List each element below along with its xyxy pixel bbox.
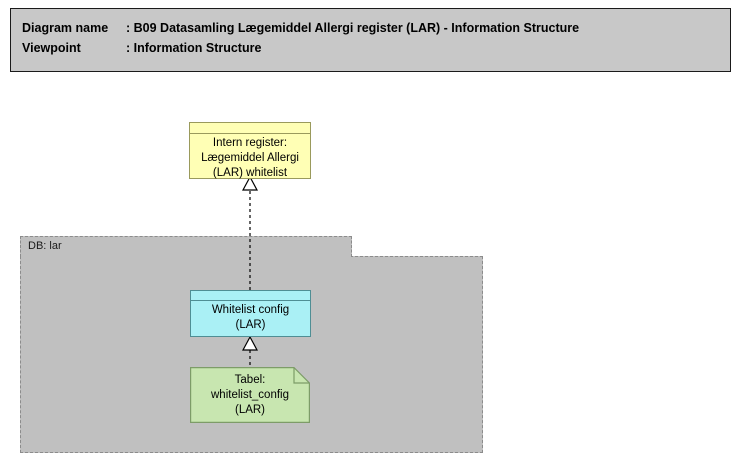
hollow-triangle-arrowhead-icon (241, 175, 259, 191)
node-intern-register[interactable]: Intern register: Lægemiddel Allergi (LAR… (189, 122, 311, 179)
realization-connector-tabel-to-config (241, 335, 259, 371)
diagram-title-box: Diagram name: B09 Datasamling Lægemiddel… (10, 8, 731, 72)
document-body (190, 367, 310, 423)
node-header-strip (190, 123, 310, 134)
group-db-lar-label: DB: lar (28, 240, 62, 252)
viewpoint-line: Viewpoint: Information Structure (22, 41, 261, 55)
node-tabel-whitelist-config[interactable]: Tabel: whitelist_config (LAR) (190, 367, 310, 423)
viewpoint-value: Information Structure (133, 41, 262, 55)
diagram-name-value: B09 Datasamling Lægemiddel Allergi regis… (133, 21, 580, 35)
node-tabel-whitelist-config-label: Tabel: whitelist_config (LAR) (211, 374, 289, 416)
hollow-triangle-arrowhead-icon (241, 335, 259, 351)
diagram-name-key: Diagram name (22, 21, 109, 35)
document-folded-corner (293, 367, 310, 384)
group-db-lar-tab[interactable]: DB: lar (20, 236, 352, 257)
node-whitelist-config[interactable]: Whitelist config (LAR) (190, 290, 311, 337)
viewpoint-separator: : (126, 41, 134, 55)
node-intern-register-label: Intern register: Lægemiddel Allergi (LAR… (201, 137, 299, 179)
viewpoint-key: Viewpoint (22, 41, 81, 55)
diagram-name-separator: : (126, 21, 134, 35)
node-whitelist-config-label: Whitelist config (LAR) (211, 304, 290, 331)
document-shape-icon (190, 367, 310, 423)
realization-connector-config-to-register (241, 175, 259, 296)
diagram-name-line: Diagram name: B09 Datasamling Lægemiddel… (22, 21, 579, 35)
node-header-strip (191, 291, 310, 301)
